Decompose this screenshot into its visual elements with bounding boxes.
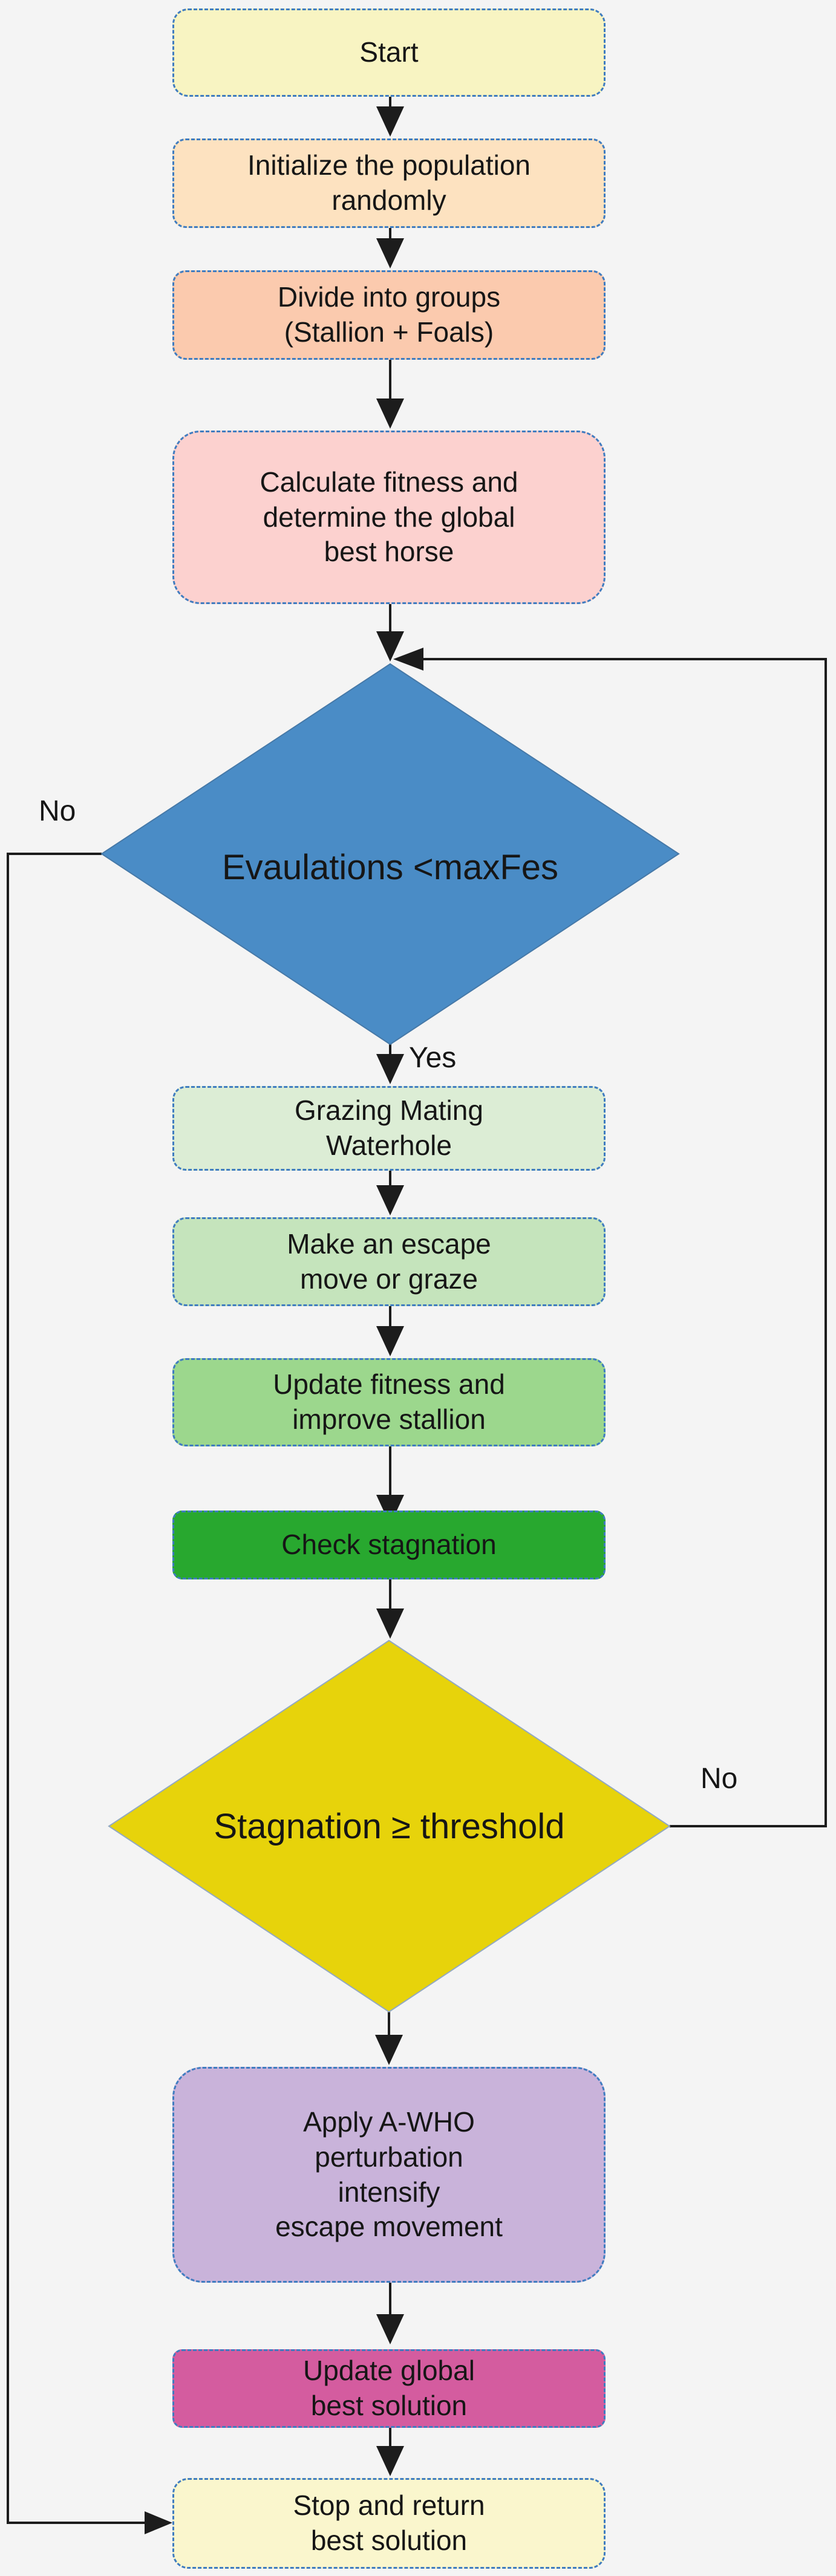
edge-label-yes: Yes [409,1042,457,1074]
arrowhead-icon [376,1054,404,1084]
apply-awho-perturbation-step: Apply A-WHO perturbation intensify escap… [172,2067,606,2283]
arrowhead-icon [376,1495,404,1525]
stagnation-threshold-decision-diamond [108,1639,671,2013]
arrowhead-icon [376,631,404,662]
start-terminator: Start [172,8,606,97]
check-stagnation-step: Check stagnation [172,1511,606,1579]
arrowhead-icon [376,2446,404,2476]
edge-no-left-loop [7,853,145,2524]
arrowhead-icon [376,2314,404,2344]
stop-terminator: Stop and return best solution [172,2478,606,2569]
grazing-mating-waterhole-step: Grazing Mating Waterhole [172,1086,606,1171]
calculate-fitness-step: Calculate fitness and determine the glob… [172,431,606,604]
initialize-population-step: Initialize the population randomly [172,138,606,228]
arrowhead-icon [376,1326,404,1356]
divide-groups-step: Divide into groups (Stallion + Foals) [172,270,606,360]
stagnation-decision-label: Stagnation ≥ threshold [214,1806,565,1846]
arrowhead-into-eval-icon [393,648,423,671]
edge-label-no-left: No [39,795,76,827]
arrowhead-into-stop-icon [145,2511,172,2534]
arrowhead-icon [376,1185,404,1215]
arrowhead-icon [376,398,404,429]
evaluations-decision-label: Evaulations <maxFes [221,848,559,887]
evaluations-decision-diamond [100,663,680,1046]
arrowhead-icon [375,2035,403,2065]
edge-no-right-loop [423,658,827,1827]
update-fitness-step: Update fitness and improve stallion [172,1358,606,1446]
update-global-best-step: Update global best solution [172,2349,606,2428]
arrowhead-icon [376,1608,404,1639]
arrowhead-icon [376,106,404,137]
edge-label-no-right: No [700,1763,738,1795]
escape-move-step: Make an escape move or graze [172,1217,606,1306]
arrowhead-icon [376,238,404,268]
